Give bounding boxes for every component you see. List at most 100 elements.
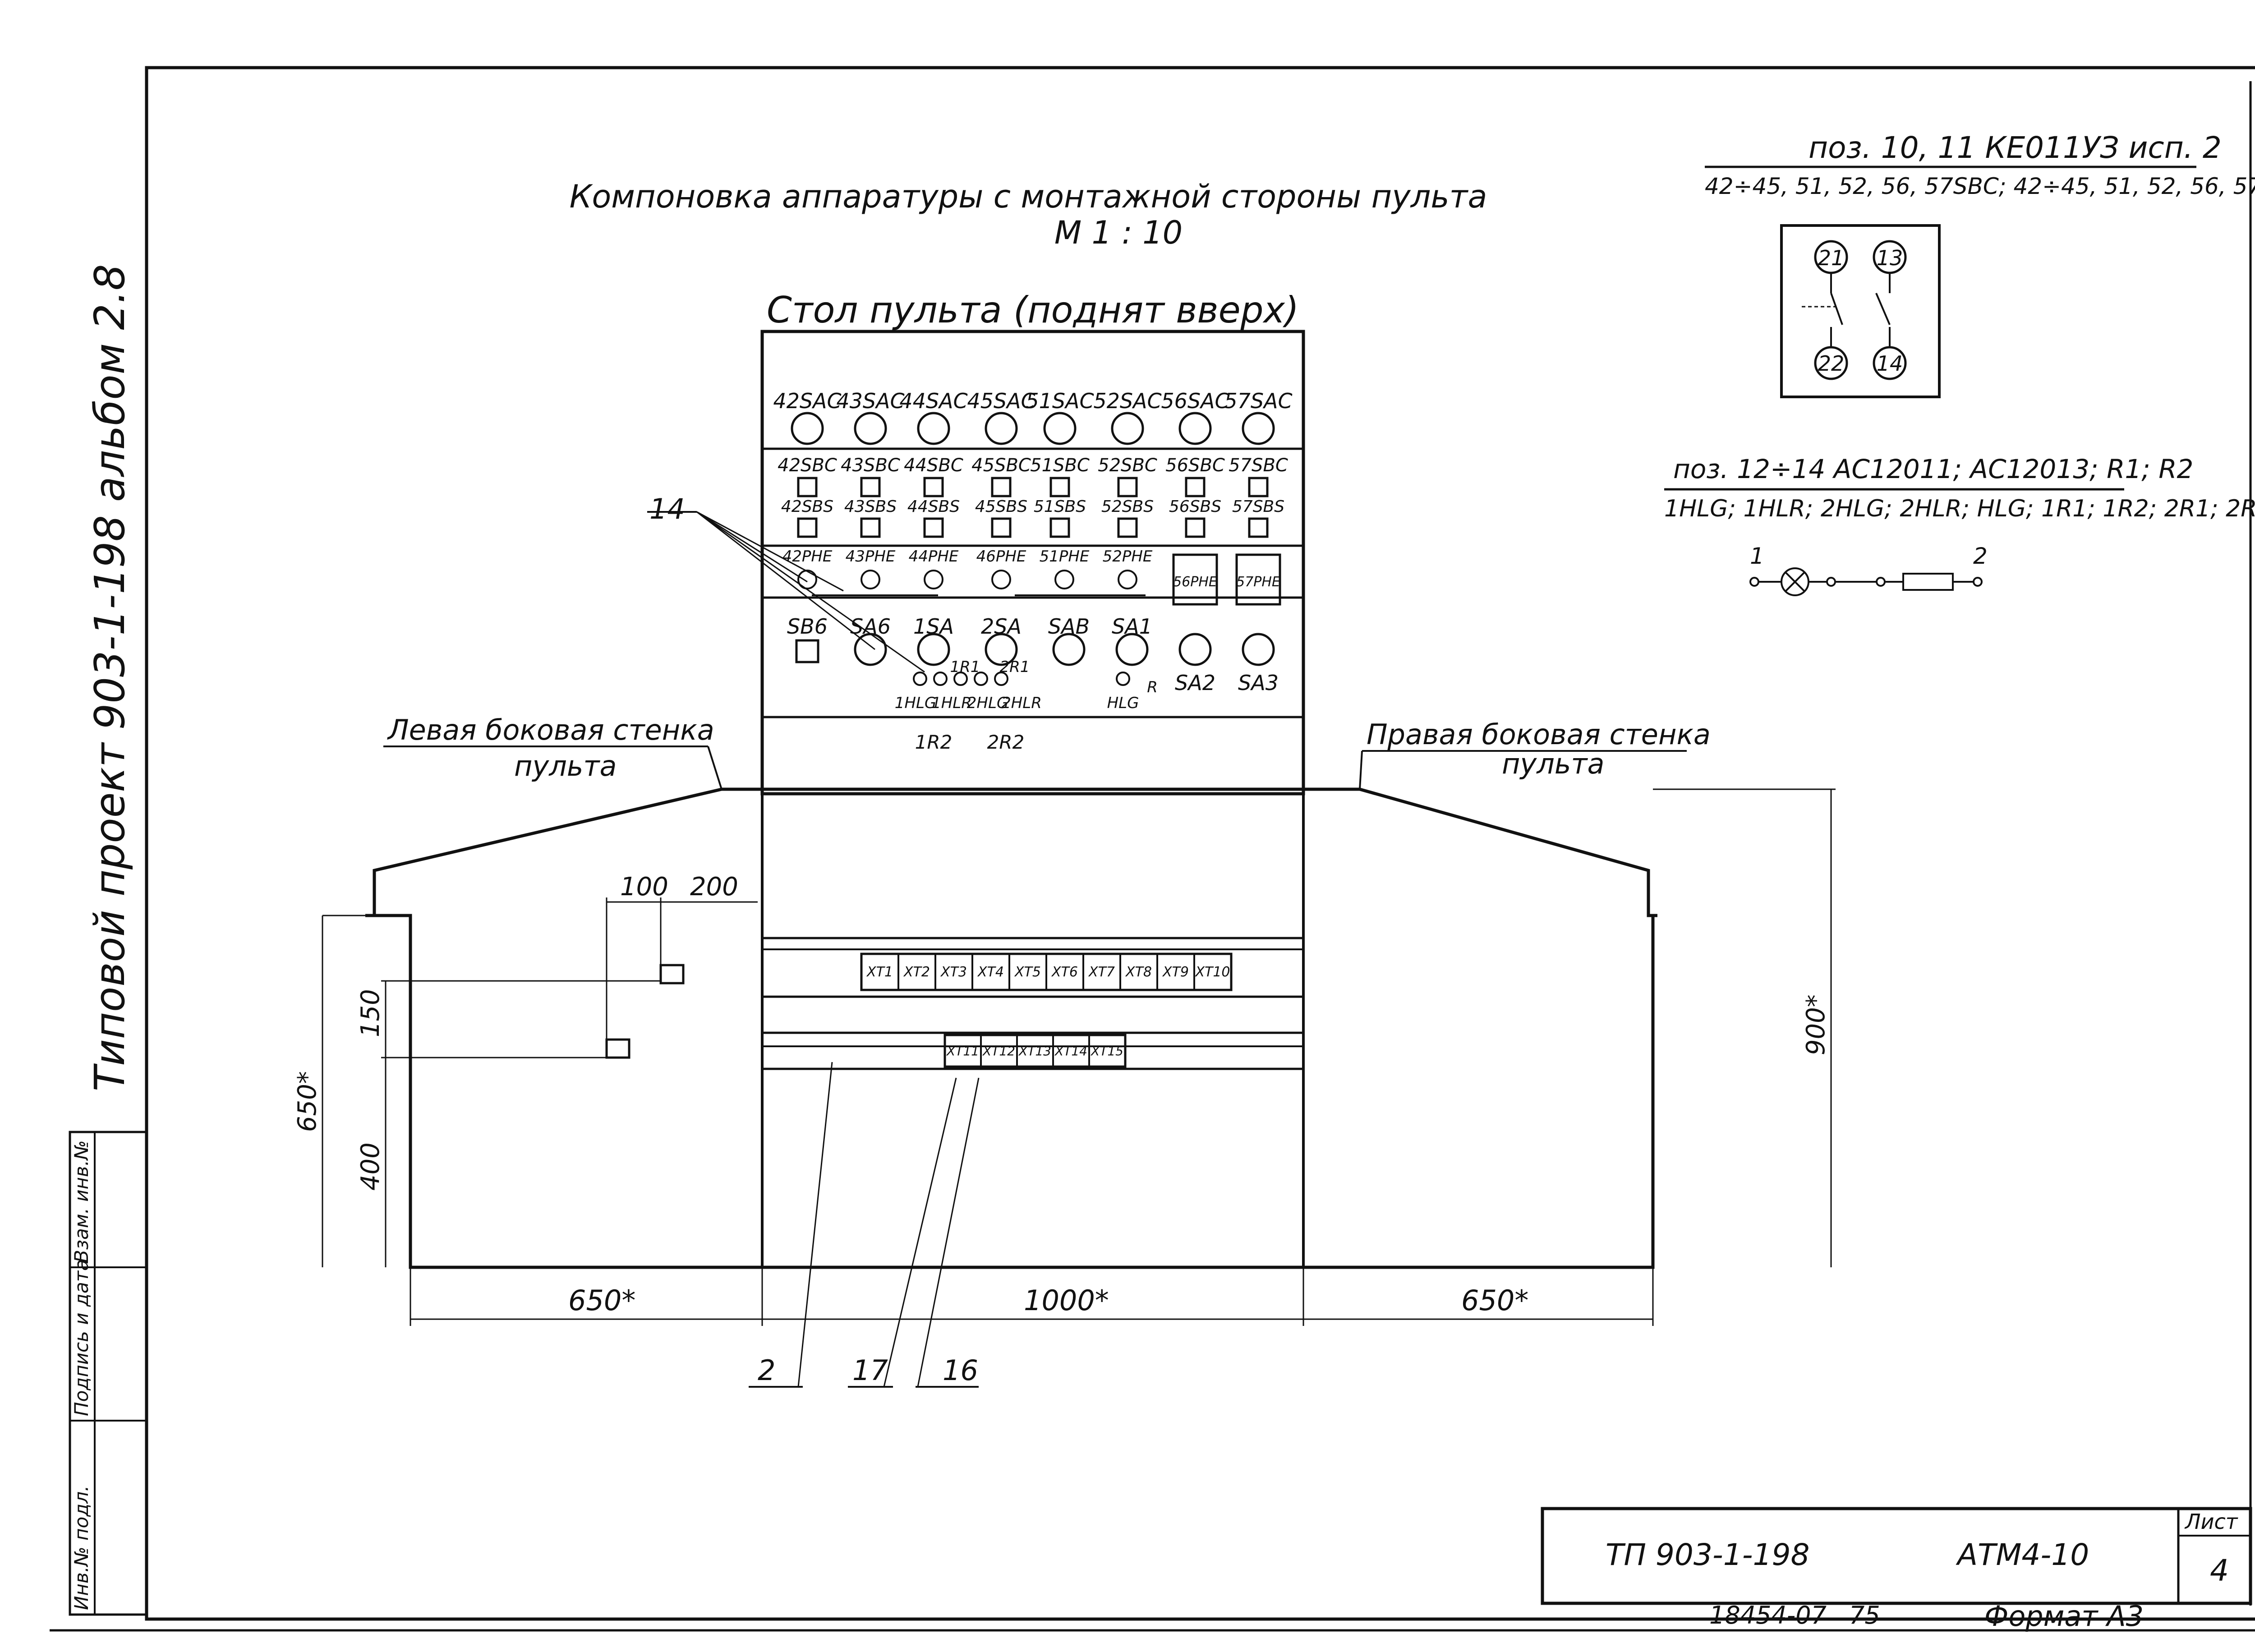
panel-resistor-label: R [1147,678,1158,696]
dim-150: 150 [356,989,385,1037]
left-side-table: Инв.№ подл. Подпись и дата Взам. инв.№ [69,1131,148,1616]
callout-16: 16 [943,1354,978,1387]
contact-13: 13 [1877,246,1903,270]
rotary-switch [1052,633,1086,666]
key-button [797,517,818,538]
leader-14-label: 14 [649,492,685,525]
panel-label-row1: 43SAC [836,389,904,413]
key-button [1117,517,1138,538]
panel-label-row3: 45SBS [975,497,1027,516]
key-button [923,517,944,538]
callout-17: 17 [852,1354,888,1387]
panel-label-row1: 51SAC [1026,389,1094,413]
panel-label-row2: 45SBC [971,455,1031,476]
rotary-switch [1178,412,1212,445]
key-button [923,477,944,497]
terminal-label: XT14 [1054,1044,1087,1058]
spec2-items: 1HLG; 1HLR; 2HLG; 2HLR; HLG; 1R1; 1R2; 2… [1664,495,2255,522]
key-button [991,517,1012,538]
dimensions: 100 200 150 400 650* 900* 650* 1000* 650… [293,788,1836,1326]
rotary-switch [791,412,824,445]
rotary-switch [854,412,887,445]
signal-lamp [933,672,948,686]
key-button [1049,477,1070,497]
key-button [1248,517,1269,538]
contact-22: 22 [1818,351,1845,376]
title-block: ТП 903-1-198 АТМ4-10 Лист 4 18454-07 75 … [1541,1507,2252,1633]
spec2-title: поз. 12÷14 АС12011; АС12013; R1; R2 [1673,454,2193,484]
signal-lamp [913,672,927,686]
panel-label-row1: 52SAC [1093,389,1161,413]
dim-650-right: 650* [1461,1284,1528,1317]
terminal-label: XT13 [1018,1044,1051,1058]
terminal-label: XT10 [1194,964,1230,980]
panel-label-row3: 44SBS [907,497,960,516]
bracket-upper [659,964,685,985]
panel-label-row2: 57SBC [1229,455,1288,476]
panel-bottom-label: 1R2 [915,731,953,753]
panel-label-row1: 57SAC [1224,389,1292,413]
dim-400: 400 [356,1142,385,1191]
contact-21: 21 [1818,246,1845,270]
bracket-lower [605,1038,630,1059]
callout-2: 2 [758,1354,775,1387]
side-table-sign-label: Подпись и дата [70,1259,92,1416]
dim-650-vertical: 650* [293,1071,322,1132]
panel-label-row4: 51PHE [1040,548,1090,566]
contact-block-frame [1780,224,1941,398]
panel-lamp-label: 2HLG [967,694,1009,712]
panel-label-row3: 42SBS [781,497,833,516]
dim-100: 100 [620,872,668,902]
panel-elements: 42SAC43SAC44SAC45SAC51SAC52SAC56SAC57SAC… [773,389,1292,753]
signal-lamp [994,672,1008,686]
rotary-switch [1178,633,1212,666]
rotary-switch [917,633,950,666]
key-button [1248,477,1269,497]
dim-200: 200 [690,872,738,902]
terminal-label: XT1 [866,964,893,980]
panel-label-sa: SA2 [1175,671,1215,695]
panel-lamp-label: 1HLR [931,694,972,712]
side-table-inv-label: Инв.№ подл. [70,1486,92,1610]
panel-meter-label: 57PHE [1236,574,1280,590]
panel-resistor-label: 2R1 [1000,658,1030,676]
key-button [1117,477,1138,497]
terminal-label: XT3 [940,964,967,980]
rotary-switch [854,633,887,666]
left-wall-label: Левая боковая стенка пульта [383,713,723,790]
inventory-number: 18454-07 [1709,1601,1827,1629]
key-button [1185,517,1206,538]
signal-lamp [1116,672,1130,686]
left-wall-label-line2: пульта [514,750,617,782]
panel-label-row2: 52SBC [1098,455,1157,476]
key-button [1049,517,1070,538]
desk-top-panel: 42SAC43SAC44SAC45SAC51SAC52SAC56SAC57SAC… [760,330,1305,796]
drawing-code: АТМ4-10 [1956,1537,2089,1572]
spec-contact-block: поз. 10, 11 КЕ011УЗ исп. 2 42÷45, 51, 52… [1705,130,2255,398]
rotary-switch [985,633,1018,666]
dim-1000: 1000* [1024,1284,1109,1317]
panel-label-row4: 44PHE [909,548,959,566]
right-wall-label: Правая боковая стенка пульта [1359,718,1711,790]
indicator-lamp [861,570,880,589]
signal-lamp [953,672,968,686]
resistor-symbol [1902,573,1954,591]
panel-resistor-label: 1R1 [950,658,980,676]
key-button [1185,477,1206,497]
right-wall-label-line2: пульта [1502,747,1605,780]
panel-label-row3: 56SBS [1169,497,1221,516]
panel-label-row2: 44SBC [904,455,963,476]
terminal-label: XT7 [1088,964,1115,980]
panel-label-row2: 51SBC [1030,455,1090,476]
table-label: Стол пульта (поднят вверх) [767,289,1299,331]
node-2: 2 [1973,543,1988,569]
spec1-title: поз. 10, 11 КЕ011УЗ исп. 2 [1809,130,2222,165]
terminal-label: XT9 [1162,964,1189,980]
rotary-switch [917,412,950,445]
panel-label-row1: 56SAC [1161,389,1229,413]
leader-14: 14 [647,492,925,673]
copy-number: 75 [1849,1601,1880,1629]
key-button [795,639,819,663]
panel-label-row4: 43PHE [846,548,896,566]
